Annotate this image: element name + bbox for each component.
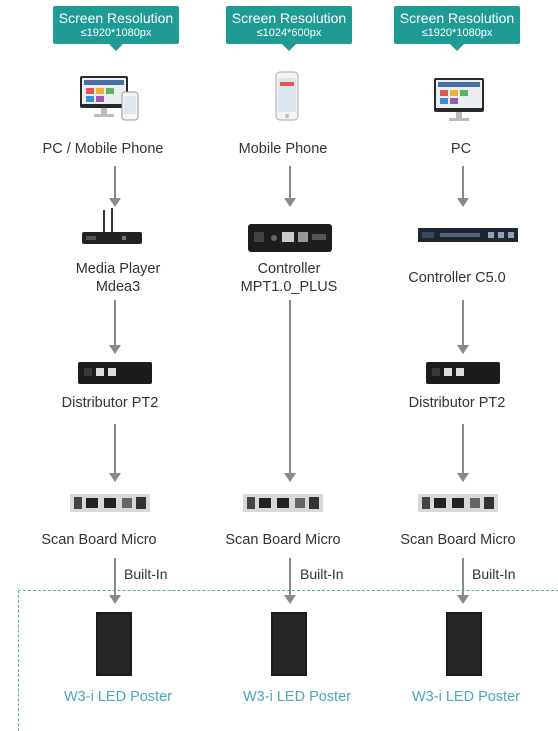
device-label-1-line2: Mdea3	[95, 279, 141, 295]
flow-arrow	[109, 558, 121, 604]
source-label-1: PC / Mobile Phone	[42, 141, 164, 157]
poster-label-2: W3-i LED Poster	[243, 689, 351, 705]
scan-board-label-1: Scan Board Micro	[41, 532, 157, 548]
flow-arrow	[109, 166, 121, 207]
flow-arrow	[109, 300, 121, 354]
led-poster-group-boundary	[18, 590, 558, 731]
scan-board-icon	[243, 494, 323, 512]
led-poster-icon	[96, 612, 132, 676]
led-poster-icon	[271, 612, 307, 676]
poster-label-1: W3-i LED Poster	[64, 689, 172, 705]
flow-arrow	[284, 166, 296, 207]
source-label-2: Mobile Phone	[238, 141, 328, 157]
device-label-2: Controller MPT1.0_PLUS	[199, 260, 379, 296]
badge-title: Screen Resolution	[399, 10, 515, 26]
built-in-label-1: Built-In	[124, 566, 168, 582]
poster-label-3: W3-i LED Poster	[412, 689, 520, 705]
pc-icon	[434, 78, 484, 121]
badge-title: Screen Resolution	[231, 10, 347, 26]
led-poster-icon	[446, 612, 482, 676]
flow-arrow	[457, 300, 469, 354]
flow-arrow	[284, 300, 296, 482]
flow-arrow	[284, 558, 296, 604]
distributor-icon	[426, 362, 500, 384]
pc-and-phone-icon	[80, 76, 139, 121]
built-in-label-2: Built-In	[300, 566, 344, 582]
device-label-1: Media Player Mdea3	[28, 260, 208, 296]
device-label-2-line1: Controller	[257, 261, 321, 277]
controller-mpt-icon	[248, 224, 332, 252]
scan-board-label-3: Scan Board Micro	[400, 532, 516, 548]
flow-arrow	[457, 558, 469, 604]
distributor-label-3: Distributor PT2	[408, 395, 506, 411]
resolution-badge-1: Screen Resolution ≤1920*1080px	[53, 6, 179, 51]
resolution-badge-2: Screen Resolution ≤1024*600px	[226, 6, 352, 51]
distributor-icon	[78, 362, 152, 384]
built-in-label-3: Built-In	[472, 566, 516, 582]
flow-arrow	[457, 166, 469, 207]
flow-arrow	[109, 424, 121, 482]
resolution-badge-3: Screen Resolution ≤1920*1080px	[394, 6, 520, 51]
mobile-phone-icon	[275, 71, 299, 121]
badge-value: ≤1024*600px	[256, 27, 322, 39]
controller-c5-icon	[418, 228, 518, 242]
scan-board-icon	[70, 494, 150, 512]
scan-board-icon	[418, 494, 498, 512]
source-label-3: PC	[450, 141, 472, 157]
device-label-3: Controller C5.0	[408, 270, 506, 286]
flow-arrow	[457, 424, 469, 482]
badge-value: ≤1920*1080px	[421, 27, 493, 39]
scan-board-label-2: Scan Board Micro	[225, 532, 341, 548]
device-label-1-line1: Media Player	[75, 261, 161, 277]
distributor-label-1: Distributor PT2	[61, 395, 159, 411]
device-label-2-line2: MPT1.0_PLUS	[240, 279, 338, 295]
media-player-icon	[82, 208, 142, 244]
badge-value: ≤1920*1080px	[80, 27, 152, 39]
badge-title: Screen Resolution	[58, 10, 174, 26]
